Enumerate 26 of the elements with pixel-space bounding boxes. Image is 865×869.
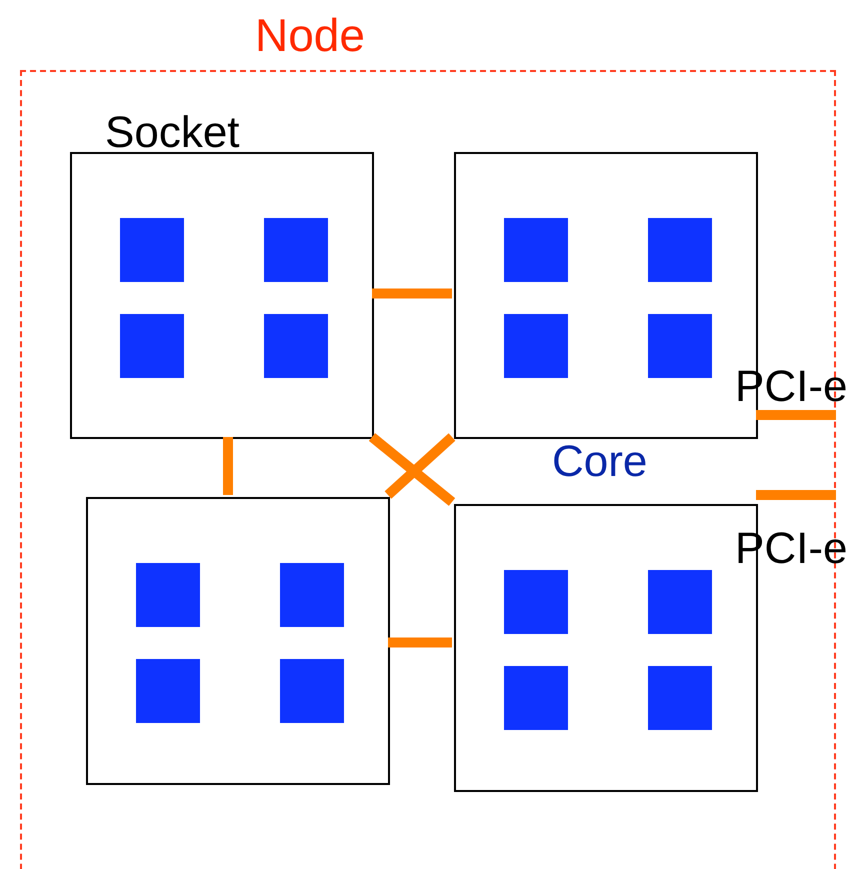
interconnect-link xyxy=(368,433,456,506)
core-square xyxy=(504,666,568,730)
core-square xyxy=(504,314,568,378)
core-square xyxy=(280,659,344,723)
interconnect-link xyxy=(372,288,452,298)
node-title: Node xyxy=(255,12,365,58)
interconnect-link xyxy=(388,638,452,648)
core-square xyxy=(264,218,328,282)
interconnect-link xyxy=(223,437,233,495)
core-square xyxy=(120,314,184,378)
core-square xyxy=(648,666,712,730)
core-square xyxy=(264,314,328,378)
interconnect-link xyxy=(756,410,836,420)
core-square xyxy=(136,659,200,723)
socket-box xyxy=(86,497,390,785)
core-square xyxy=(280,563,344,627)
core-square xyxy=(648,314,712,378)
core-square xyxy=(120,218,184,282)
core-square xyxy=(136,563,200,627)
interconnect-link xyxy=(756,490,836,500)
socket-title: Socket xyxy=(105,111,240,155)
core-square xyxy=(648,218,712,282)
core-label: Core xyxy=(552,440,648,484)
core-square xyxy=(504,218,568,282)
core-square xyxy=(504,570,568,634)
core-square xyxy=(648,570,712,634)
